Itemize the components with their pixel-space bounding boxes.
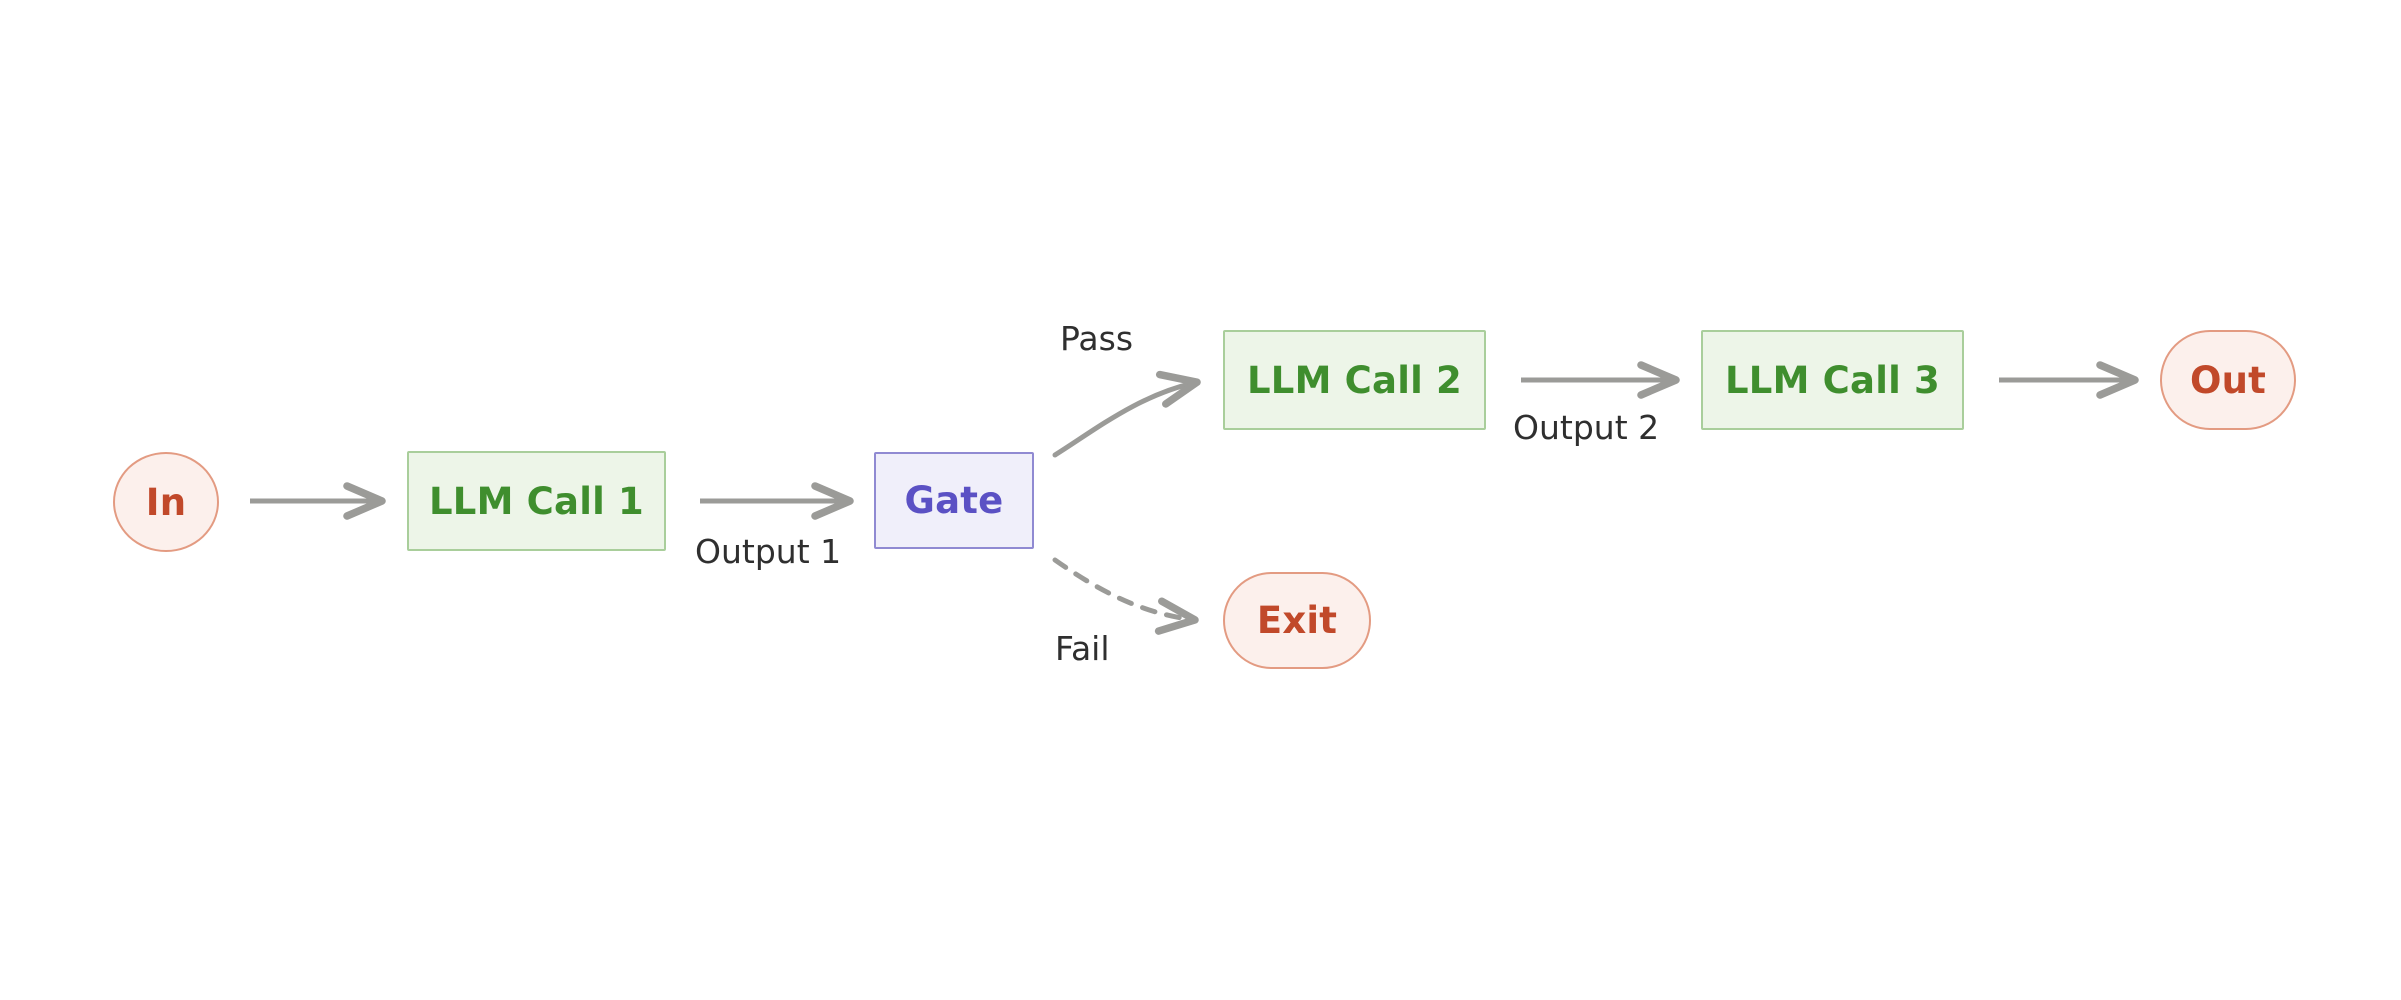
node-exit-label: Exit bbox=[1256, 599, 1338, 642]
node-llm-call-1[interactable]: LLM Call 1 bbox=[407, 451, 666, 551]
node-llm-call-3[interactable]: LLM Call 3 bbox=[1701, 330, 1964, 430]
node-llm-call-3-label: LLM Call 3 bbox=[1725, 358, 1940, 402]
edge-label-fail: Fail bbox=[1055, 629, 1110, 668]
node-llm-call-2-label: LLM Call 2 bbox=[1247, 358, 1462, 402]
node-llm-call-2[interactable]: LLM Call 2 bbox=[1223, 330, 1486, 430]
edge-label-output-2: Output 2 bbox=[1513, 408, 1660, 447]
node-out[interactable]: Out bbox=[2160, 330, 2296, 430]
node-gate[interactable]: Gate bbox=[874, 452, 1034, 549]
edge-gate-to-exit bbox=[1052, 557, 1199, 635]
node-in-label: In bbox=[145, 480, 187, 524]
node-gate-label: Gate bbox=[904, 479, 1004, 522]
edge-gate-to-call2 bbox=[1052, 370, 1201, 458]
edge-label-output-1: Output 1 bbox=[695, 532, 842, 571]
node-in[interactable]: In bbox=[113, 452, 219, 552]
edge-label-pass: Pass bbox=[1060, 319, 1134, 358]
node-exit[interactable]: Exit bbox=[1223, 572, 1371, 669]
node-llm-call-1-label: LLM Call 1 bbox=[429, 479, 644, 523]
node-out-label: Out bbox=[2189, 358, 2267, 402]
